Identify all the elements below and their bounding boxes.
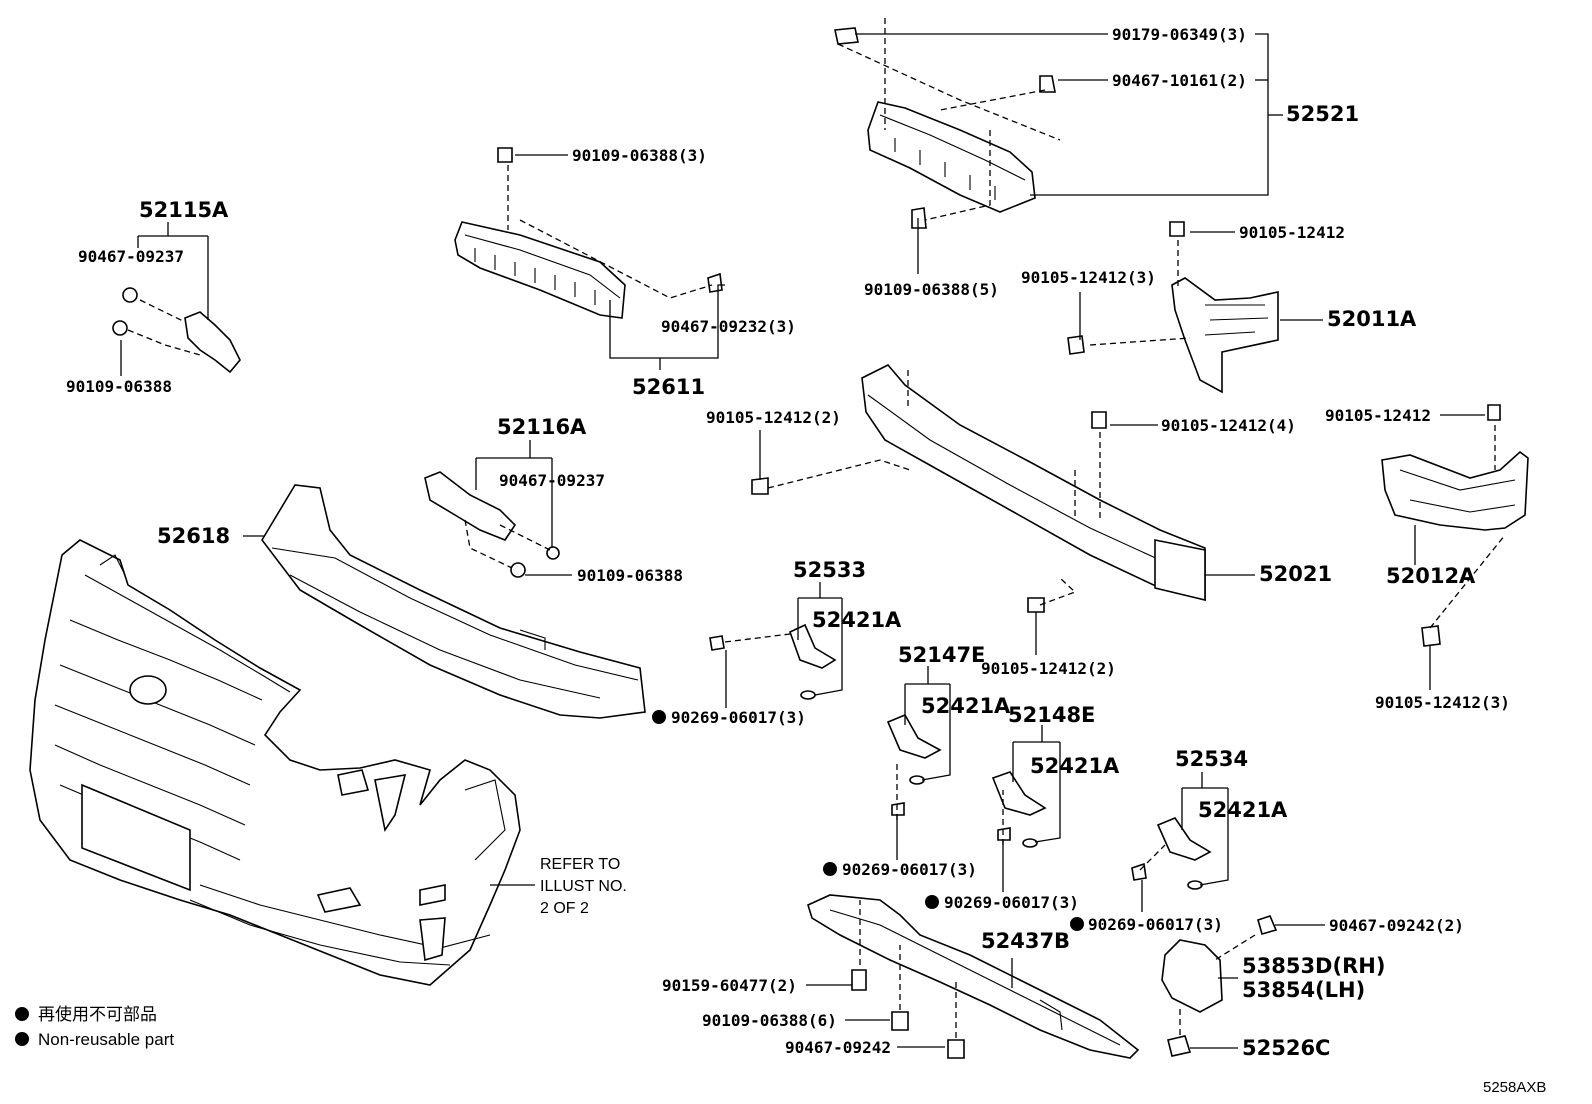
reinforcement-beam-drawing [861, 364, 1206, 602]
under-cover-drawing [807, 894, 1140, 1059]
group-label: 52148E [1008, 703, 1095, 727]
part-number-label: 90467-09242(2) [1329, 916, 1464, 935]
part-number-labels: 90179-06349(3) 90467-10161(2) 90109-0638… [66, 25, 1510, 1057]
bumper-cover-drawing [29, 539, 521, 986]
part-number-label: 90109-06388(5) [864, 280, 999, 299]
legend-text: 再使用不可部品 [38, 1004, 157, 1024]
part-number-label: 90179-06349(3) [1112, 25, 1247, 44]
leader-lines [120, 33, 1485, 1049]
part-number-label: 90105-12412(3) [1375, 693, 1510, 712]
assembly-dashed-lines [127, 18, 1506, 1038]
group-label: 52526C [1242, 1036, 1330, 1060]
part-number-label: 90105-12412 [1325, 406, 1431, 425]
part-number-label: 90105-12412(2) [706, 408, 841, 427]
part-number-label: 90105-12412(4) [1161, 416, 1296, 435]
small-brackets-drawing [789, 623, 1212, 890]
bracket-52011a-drawing [1171, 277, 1279, 394]
part-number-label: 90467-09237 [78, 247, 184, 266]
group-label: 53853D(RH) [1242, 954, 1385, 978]
part-number-label: 90269-06017(3) [944, 893, 1079, 912]
group-labels: 52115A 52611 52116A 52618 52521 52011A 5… [139, 102, 1476, 1060]
part-number-label: 90467-09242 [785, 1038, 891, 1057]
group-label: 52021 [1259, 562, 1332, 586]
seal-bracket-drawing [1161, 915, 1278, 1057]
energy-absorber-drawing [261, 484, 646, 719]
group-label: 52115A [139, 198, 229, 222]
group-label: 52116A [497, 415, 587, 439]
bracket-52611-drawing [454, 221, 626, 319]
part-number-label: 90105-12412(2) [981, 659, 1116, 678]
non-reusable-markers [15, 710, 1084, 1046]
group-label: 52011A [1327, 307, 1417, 331]
group-label: 52012A [1386, 564, 1476, 588]
part-number-label: 90159-60477(2) [662, 976, 797, 995]
group-label: 52421A [921, 694, 1011, 718]
bracket-52115a-drawing [112, 287, 241, 374]
part-number-label: 90269-06017(3) [1088, 915, 1223, 934]
legend-text: Non-reusable part [38, 1030, 174, 1049]
group-label: 52421A [812, 608, 902, 632]
group-label: 52534 [1175, 747, 1248, 771]
group-label: 53854(LH) [1242, 978, 1365, 1002]
drawing-code: 5258AXB [1483, 1079, 1546, 1096]
part-number-label: 90109-06388(6) [702, 1011, 837, 1030]
group-label: 52421A [1198, 798, 1288, 822]
group-label: 52618 [157, 524, 230, 548]
part-number-label: 90109-06388 [577, 566, 683, 585]
part-number-label: 90109-06388(3) [572, 146, 707, 165]
refer-note-line: 2 OF 2 [540, 900, 589, 917]
refer-note: REFER TO ILLUST NO. 2 OF 2 [540, 856, 627, 917]
bracket-52521-drawing [834, 27, 1036, 213]
part-number-label: 90467-09232(3) [661, 317, 796, 336]
part-number-label: 90467-09237 [499, 471, 605, 490]
legend: 再使用不可部品 Non-reusable part [38, 1004, 174, 1049]
refer-note-line: REFER TO [540, 856, 620, 873]
group-label: 52421A [1030, 754, 1120, 778]
bracket-52012a-drawing [1381, 450, 1529, 531]
group-label: 52611 [632, 375, 705, 399]
part-number-label: 90109-06388 [66, 377, 172, 396]
refer-note-line: ILLUST NO. [540, 878, 627, 895]
part-number-label: 90105-12412 [1239, 223, 1345, 242]
part-number-label: 90105-12412(3) [1021, 268, 1156, 287]
group-label: 52437B [981, 929, 1070, 953]
part-number-label: 90269-06017(3) [842, 860, 977, 879]
fastener-drawings [497, 75, 1501, 1059]
part-number-label: 90269-06017(3) [671, 708, 806, 727]
group-label: 52533 [793, 558, 866, 582]
group-label: 52521 [1286, 102, 1359, 126]
group-label: 52147E [898, 643, 985, 667]
bracket-52116a-drawing [424, 471, 560, 578]
part-number-label: 90467-10161(2) [1112, 71, 1247, 90]
